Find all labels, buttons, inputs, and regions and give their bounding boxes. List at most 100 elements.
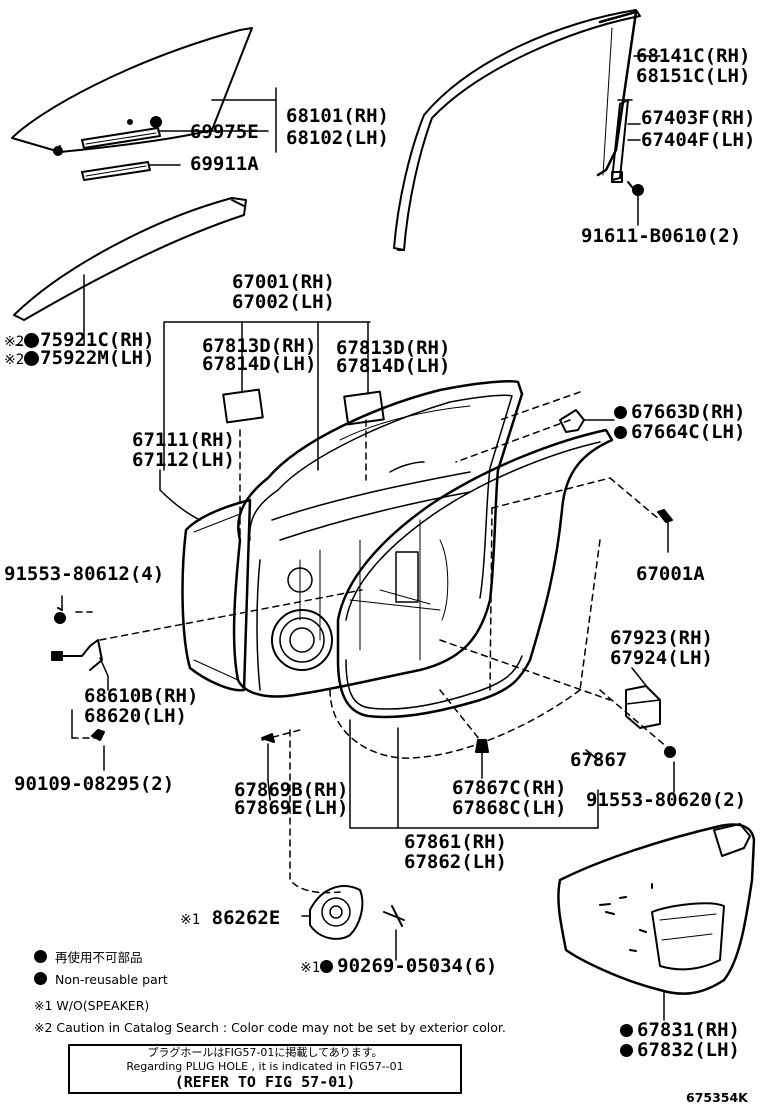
mold-lh-text: 75922M(LH) (40, 347, 155, 369)
legend-en: Non-reusable part (34, 972, 168, 988)
fig-reference-jp: プラグホールはFIG57-01に掲載してあります。 (147, 1046, 383, 1059)
bracket-rh-text: 67663D(RH) (631, 401, 746, 423)
legend-jp: 再使用不可部品 (34, 950, 143, 966)
cover-block (625, 667, 661, 729)
glass-run (393, 9, 641, 251)
non-reusable-dot-icon (24, 351, 40, 366)
clip-lower (475, 739, 489, 779)
part-label-trim-lh: 67832(LH) (620, 1040, 740, 1061)
part-label-seal-lh: 67869E(LH) (234, 797, 349, 819)
legend-note-1: ※1 W/O(SPEAKER) (34, 998, 150, 1013)
door-panel (232, 380, 524, 698)
door-glass (11, 27, 253, 156)
leader-mold (15, 274, 85, 346)
leader-glass (149, 87, 277, 166)
part-label-glass-lh: 68102(LH) (286, 127, 389, 149)
part-label-bolt-check: 90109-08295(2) (14, 773, 175, 795)
leader-seal (267, 779, 271, 801)
leader-wstrip (349, 719, 599, 829)
part-label-bracket-lh: 67664C(LH) (614, 422, 745, 443)
speaker-screw-icon (383, 905, 405, 961)
fig-reference-en: Regarding PLUG HOLE , it is indicated in… (126, 1060, 404, 1073)
part-label-glass-sub-b: 69911A (190, 153, 259, 175)
weatherstrip-ring (336, 428, 614, 719)
part-label-seal-pad-lh-2: 67814D(LH) (336, 355, 451, 377)
bracket-lh-text: 67664C(LH) (631, 421, 746, 443)
note-mark-2: ※2 (4, 334, 25, 350)
bracket-icon (559, 409, 615, 433)
part-label-seal-rh: 67869B(RH) (234, 779, 349, 801)
leader-run (617, 55, 661, 101)
bolt-run-icon (627, 181, 644, 226)
note-mark-1: ※1 (300, 960, 321, 976)
non-reusable-dot-icon (614, 426, 627, 439)
part-label-run-lh: 68151C(LH) (636, 65, 751, 87)
part-label-wstrip-lh: 67862(LH) (404, 851, 507, 873)
part-label-outer-lh: 67112(LH) (132, 449, 235, 471)
part-label-mold-rh: ※2 75921C(RH) (4, 330, 155, 353)
legend-en-text: Non-reusable part (54, 972, 168, 987)
part-label-mold-lh: ※2 75922M(LH) (4, 348, 155, 371)
clip-icon (657, 509, 673, 553)
part-label-bolt-hinge: 91553-80612(4) (4, 563, 165, 585)
part-label-glass-rh: 68101(RH) (286, 105, 389, 127)
non-reusable-dot-icon (24, 333, 40, 348)
part-label-screw-speaker: ※1 90269-05034(6) (300, 956, 497, 979)
figure-id: 675354K (686, 1090, 748, 1105)
non-reusable-dot-icon (614, 406, 627, 419)
hinge-assembly (51, 595, 109, 691)
part-label-clip-a: 67001A (636, 563, 705, 585)
speaker-icon (301, 885, 364, 940)
non-reusable-dot-icon (34, 950, 47, 963)
part-label-clip-lh: 67868C(LH) (452, 797, 567, 819)
legend-jp-text: 再使用不可部品 (54, 950, 143, 965)
speaker-text: 86262E (211, 907, 281, 929)
legend-note-2: ※2 Caution in Catalog Search : Color cod… (34, 1020, 506, 1035)
part-label-speaker: ※1 86262E (180, 908, 280, 931)
part-label-bolt-run: 91611-B0610(2) (581, 225, 742, 247)
non-reusable-dot-icon (320, 960, 334, 973)
check-bolt-icon (71, 709, 105, 771)
part-label-cover-rh: 67923(RH) (610, 627, 713, 649)
part-label-run-chan-lh: 67404F(LH) (641, 129, 756, 151)
mold-rh-text: 75921C(RH) (40, 329, 155, 351)
part-label-wstrip-rh: 67861(RH) (404, 831, 507, 853)
screw-speaker-text: 90269-05034(6) (337, 955, 498, 977)
part-label-glass-sub-a: 69975E (190, 121, 259, 143)
door-frame-moulding (13, 197, 247, 321)
trim-rh-text: 67831(RH) (637, 1019, 740, 1041)
dashed-leaders (71, 391, 669, 894)
rear-run-channel (611, 99, 641, 183)
non-reusable-dot-icon (620, 1044, 633, 1057)
trim-lh-text: 67832(LH) (637, 1039, 740, 1061)
seal-clip-left (261, 733, 275, 781)
part-label-outer-rh: 67111(RH) (132, 429, 235, 451)
outer-panel (181, 498, 252, 692)
non-reusable-dot-icon (620, 1024, 633, 1037)
part-label-run-rh: 68141C(RH) (636, 45, 751, 67)
part-label-hinge-rh: 68610B(RH) (84, 685, 199, 707)
seal-pad-1 (222, 388, 264, 424)
part-label-seal-pad-rh-2: 67813D(RH) (336, 337, 451, 359)
leader-door (163, 321, 371, 471)
fig-reference-box: プラグホールはFIG57-01に掲載してあります。 Regarding PLUG… (68, 1044, 462, 1094)
part-label-door-rh: 67001(RH) (232, 271, 335, 293)
part-label-door-lh: 67002(LH) (232, 291, 335, 313)
fig-reference-link: (REFER TO FIG 57-01) (174, 1073, 356, 1091)
part-label-seal-pad-rh-1: 67813D(RH) (202, 335, 317, 357)
door-trim (557, 823, 756, 1021)
part-label-seal-pad-lh-1: 67814D(LH) (202, 353, 317, 375)
glass-channel-upper (81, 127, 161, 149)
part-label-run-chan-rh: 67403F(RH) (641, 107, 756, 129)
seal-pad-2 (343, 390, 385, 426)
cover-bolt-icon (664, 746, 676, 793)
note-mark-2: ※2 (4, 352, 25, 368)
non-reusable-dot-icon (34, 972, 47, 985)
glass-channel-lower (81, 161, 151, 181)
part-label-hinge-lh: 68620(LH) (84, 705, 187, 727)
note-mark-1: ※1 (180, 912, 201, 928)
leader-outer (159, 469, 201, 521)
part-label-clip-rh: 67867C(RH) (452, 777, 567, 799)
part-label-bracket-rh: 67663D(RH) (614, 402, 745, 423)
